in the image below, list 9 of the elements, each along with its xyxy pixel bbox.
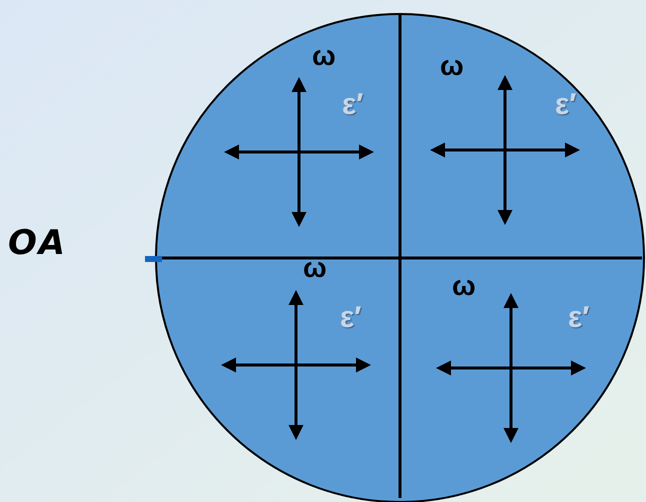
polarization-label: ε′: [568, 303, 590, 333]
polarization-label: ε′: [342, 90, 364, 120]
polarization-label: ω: [312, 42, 336, 70]
polarization-label: ω: [440, 52, 464, 80]
axis-label: OA: [8, 226, 67, 260]
polarization-label: ε′: [340, 303, 362, 333]
polarization-label: ω: [452, 272, 476, 300]
polarization-label: ε′: [555, 90, 576, 120]
polarization-label: ω: [303, 254, 327, 282]
